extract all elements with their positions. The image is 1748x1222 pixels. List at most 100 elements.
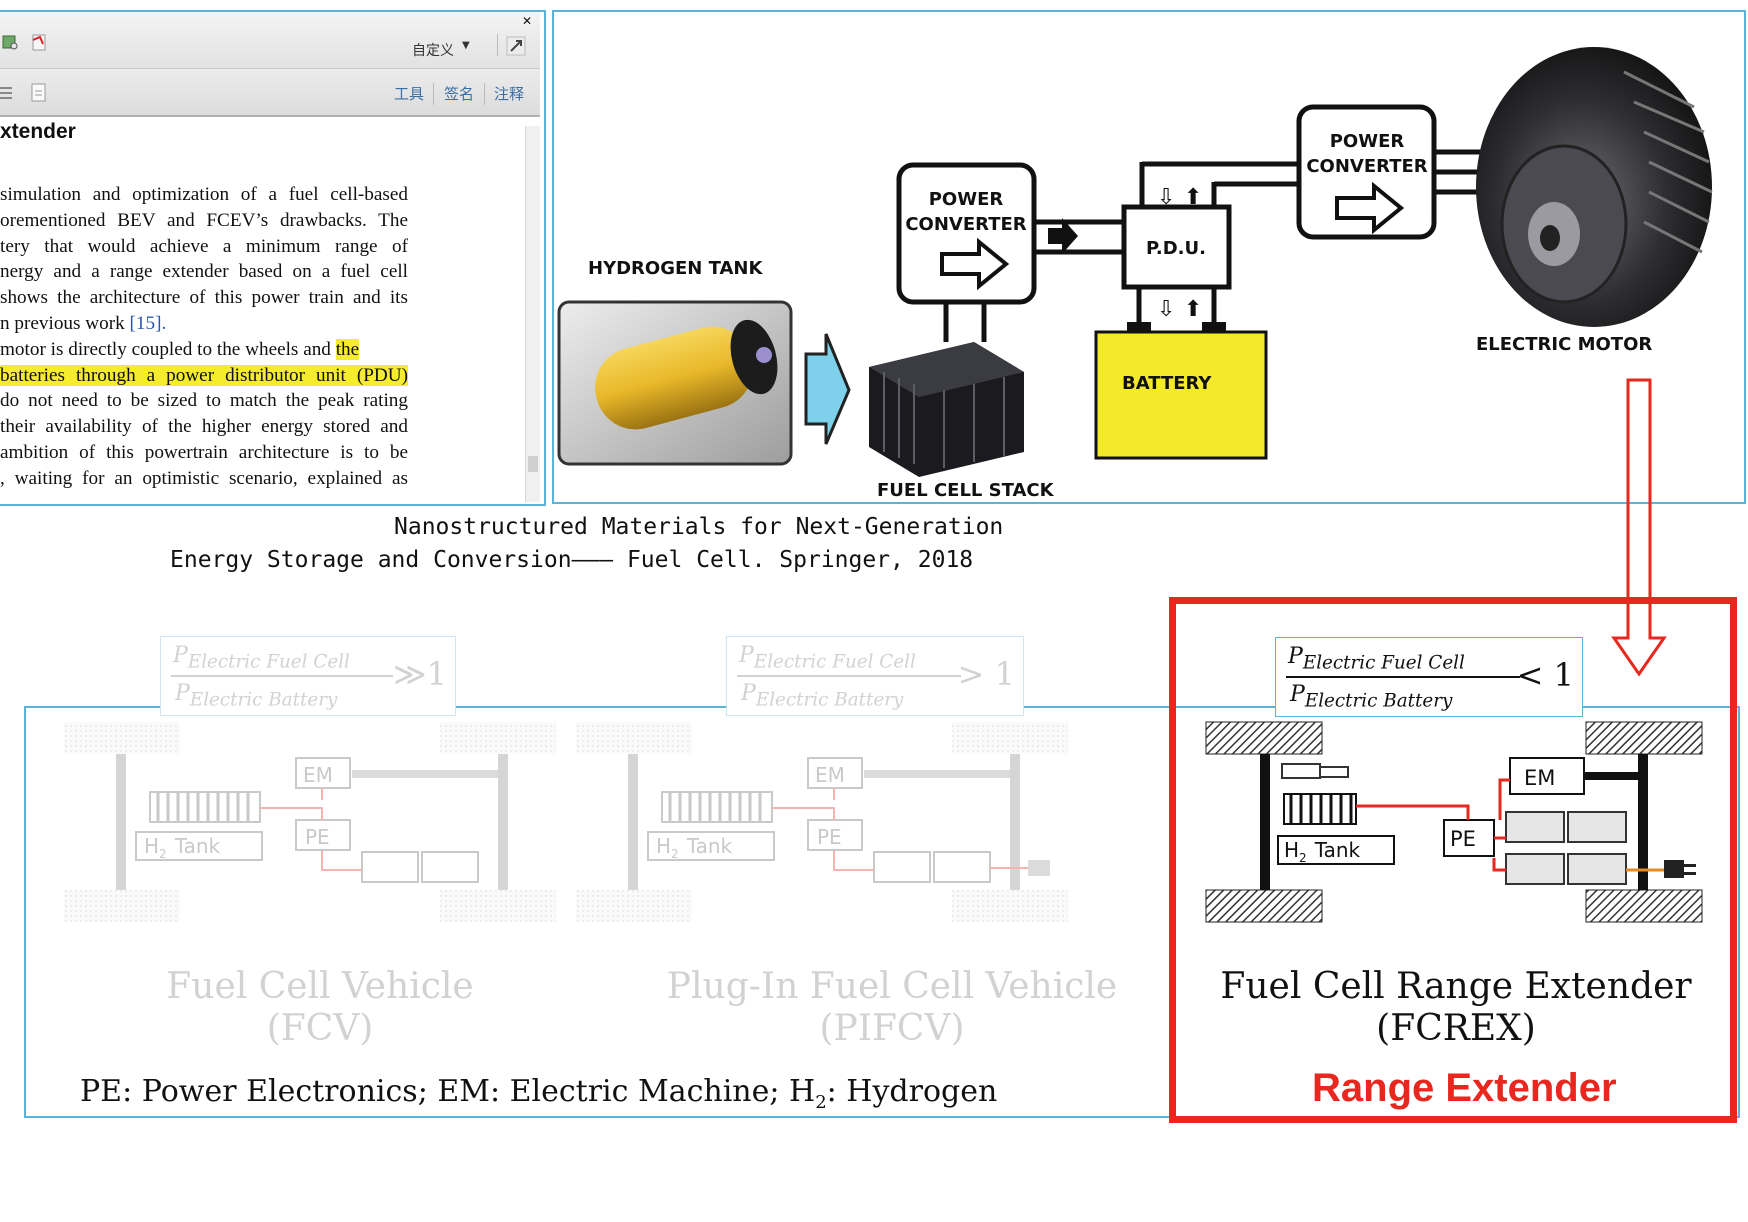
vehicle-title-line: (FCV) (266, 1008, 374, 1049)
pe-label: PE (817, 825, 842, 849)
custom-dropdown[interactable]: 自定义 (412, 43, 454, 59)
tab-tools[interactable]: 工具 (394, 85, 425, 103)
text-line: orementioned BEV and FCEV’s drawbacks. T… (0, 209, 408, 231)
ratio-numerator: PElectric Fuel Cell (173, 643, 350, 673)
vehicle-title-fcv: Fuel Cell Vehicle (FCV) (90, 966, 550, 1050)
power-converter-1-label: CONVERTER (905, 214, 1026, 235)
arrow-up-icon: ⬆ (1184, 297, 1202, 322)
ratio-numerator: PElectric Fuel Cell (1288, 644, 1465, 674)
save-icon[interactable] (2, 34, 18, 50)
text-line: , waiting for an optimistic scenario, ex… (0, 467, 408, 489)
vertical-scrollbar[interactable] (525, 126, 540, 502)
fraction-bar (737, 675, 961, 677)
chevron-down-icon[interactable]: ▼ (462, 40, 470, 51)
text-line: motor is directly coupled to the wheels … (0, 337, 408, 363)
ratio-formula-pifcv: PElectric Fuel Cell PElectric Battery > … (726, 636, 1024, 716)
charging-plug-icon (1664, 860, 1684, 878)
fuel-cell-stack-label: FUEL CELL STACK (877, 480, 1055, 501)
power-converter-1-label: POWER (929, 189, 1004, 210)
text-fragment: motor is directly coupled to the wheels … (0, 338, 336, 360)
text-line: nergy and a range extender based on a fu… (0, 261, 408, 283)
fraction-bar (171, 675, 393, 677)
ratio-formula-fcrex: PElectric Fuel Cell PElectric Battery < … (1275, 637, 1583, 717)
bookmark-icon[interactable] (0, 85, 16, 101)
close-icon[interactable]: ✕ (521, 14, 532, 28)
vehicle-title-line: Fuel Cell Range Extender (1220, 966, 1692, 1007)
electric-motor-image (1476, 47, 1713, 327)
expand-icon[interactable] (506, 36, 526, 56)
ratio-formula-fcv: PElectric Fuel Cell PElectric Battery ≫1 (160, 636, 456, 716)
pdf-viewer-panel: 自定义 ▼ ✕ 工具 签名 注释 xtender simulation and … (0, 10, 546, 506)
electric-motor-label: ELECTRIC MOTOR (1476, 334, 1652, 355)
vehicle-title-line: Fuel Cell Vehicle (166, 966, 474, 1007)
tab-comment[interactable]: 注释 (494, 85, 525, 103)
power-converter-2-label: POWER (1330, 131, 1405, 152)
powertrain-diagram: HYDROGEN TANK FUEL CELL STACK POWER CONV… (552, 10, 1746, 504)
text-line: ambition of this powertrain architecture… (0, 441, 408, 463)
text-line: simulation and optimization of a fuel ce… (0, 184, 408, 205)
pdf-create-icon[interactable] (30, 34, 46, 51)
fraction-bar (1286, 676, 1520, 678)
pe-label: PE (1450, 827, 1476, 851)
separator (497, 34, 498, 56)
ratio-operator: > 1 (957, 655, 1015, 693)
text-line: their availability of the higher energy … (0, 416, 408, 438)
tab-sign[interactable]: 签名 (444, 85, 475, 103)
battery-label: BATTERY (1122, 373, 1212, 394)
em-label: EM (1524, 766, 1555, 790)
pdu-box (1121, 204, 1232, 290)
abbreviation-legend: PE: Power Electronics; EM: Electric Mach… (80, 1074, 998, 1113)
document-body: simulation and optimization of a fuel ce… (0, 182, 408, 492)
scrollbar-thumb[interactable] (528, 456, 538, 472)
pdf-toolbar-bottom: 工具 签名 注释 (0, 69, 540, 117)
fcrex-highlight-frame (1169, 597, 1737, 1123)
ratio-numerator: PElectric Fuel Cell (739, 643, 916, 673)
citation-line-2: Energy Storage and Conversion——— Fuel Ce… (170, 547, 974, 573)
pdu-label: P.D.U. (1146, 238, 1206, 259)
vehicle-title-line: (PIFCV) (819, 1008, 965, 1049)
text-line: tery that would achieve a minimum range … (0, 235, 408, 257)
page-icon[interactable] (30, 83, 46, 102)
ratio-operator: ≫1 (393, 655, 447, 693)
vehicle-title-line: Plug-In Fuel Cell Vehicle (666, 966, 1118, 1007)
arrow-down-outline-icon: ⇩ (1157, 297, 1175, 322)
vehicle-title-fcrex: Fuel Cell Range Extender (FCREX) (1176, 966, 1736, 1050)
dc-flow-arrow-icon (1048, 218, 1078, 254)
citation-line-1: Nanostructured Materials for Next-Genera… (394, 514, 1004, 540)
highlighted-text: batteries through a power distributor un… (0, 364, 408, 386)
range-extender-label: Range Extender (1312, 1066, 1617, 1110)
arrow-up-icon: ⬆ (1184, 185, 1202, 210)
em-label: EM (303, 763, 333, 787)
separator (433, 83, 434, 105)
vehicle-title-line: (FCREX) (1376, 1008, 1536, 1049)
hydrogen-tank-image (557, 300, 793, 466)
ratio-operator: < 1 (1516, 656, 1574, 694)
text-line: n previous work [15]. (0, 311, 408, 337)
fuel-cell-stack-image (869, 342, 1024, 477)
hydrogen-tank-label: HYDROGEN TANK (588, 258, 763, 279)
flow-arrow-icon (804, 333, 851, 445)
ratio-denominator: PElectric Battery (741, 681, 904, 711)
citation-link[interactable]: [15]. (129, 312, 167, 334)
ratio-denominator: PElectric Battery (175, 681, 338, 711)
red-arrow-icon (1611, 378, 1667, 677)
text-line: batteries through a power distributor un… (0, 363, 408, 389)
ratio-denominator: PElectric Battery (1290, 682, 1453, 712)
arrow-down-outline-icon: ⇩ (1157, 185, 1175, 210)
battery-box (1094, 330, 1268, 460)
text-line: do not need to be sized to match the pea… (0, 390, 408, 412)
power-converter-2-label: CONVERTER (1306, 156, 1427, 177)
section-heading: xtender (0, 120, 76, 143)
text-fragment: n previous work (0, 312, 130, 334)
em-label: EM (815, 763, 845, 787)
converter-arrow-icon (1335, 181, 1405, 235)
separator (484, 83, 485, 105)
highlighted-text: the (335, 338, 360, 360)
